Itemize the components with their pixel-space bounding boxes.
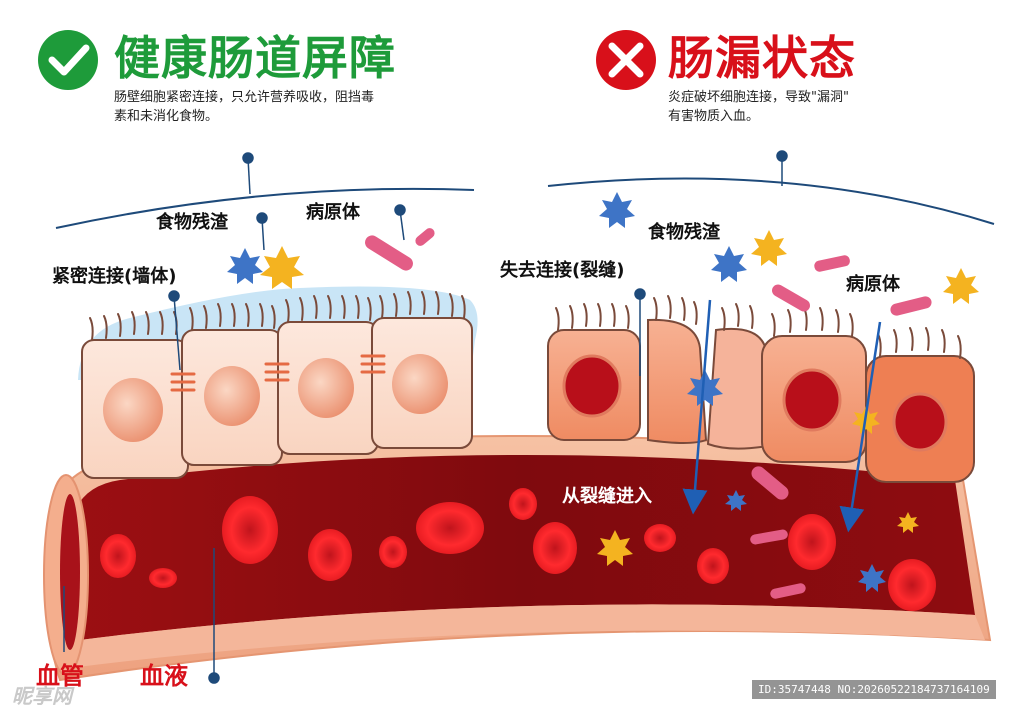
healthy-cells [81,291,473,479]
label-vessel: 血管 [36,662,84,690]
leaky-description: 炎症破坏细胞连接，导致"漏洞" 有害物质入血。 [668,90,849,124]
watermark-id: ID:35747448 NO:20260522184737164109 [752,680,996,699]
label-food-residue-leaky: 食物残渣 [648,222,720,243]
lumen-arcs [55,177,995,229]
healthy-particles [227,228,435,289]
label-entry-through-gap: 从裂缝进入 [562,486,652,507]
label-tight-junction: 紧密连接(墙体) [52,266,177,287]
entry-arrows [682,299,882,533]
label-lost-junction: 失去连接(裂缝) [500,260,625,281]
label-pathogen-leaky: 病原体 [846,274,900,295]
leaky-cells [547,295,975,483]
watermark-brand: 昵享网 [12,684,72,708]
label-food-residue-healthy: 食物残渣 [156,212,228,233]
healthy-description: 肠壁细胞紧密连接，只允许营养吸收，阻挡毒 素和未消化食物。 [114,90,375,124]
cross-circle-icon [596,30,656,90]
blood-particles [597,466,919,599]
tight-junction-marks [170,354,386,392]
blood-vessel [43,435,992,682]
callout-pointers [63,150,788,684]
healthy-title: 健康肠道屏障 [114,31,396,85]
label-pathogen-healthy: 病原体 [306,202,360,223]
check-circle-icon [38,30,98,90]
leaky-title: 肠漏状态 [668,31,856,85]
label-blood: 血液 [140,662,188,690]
red-blood-cells [100,488,936,611]
